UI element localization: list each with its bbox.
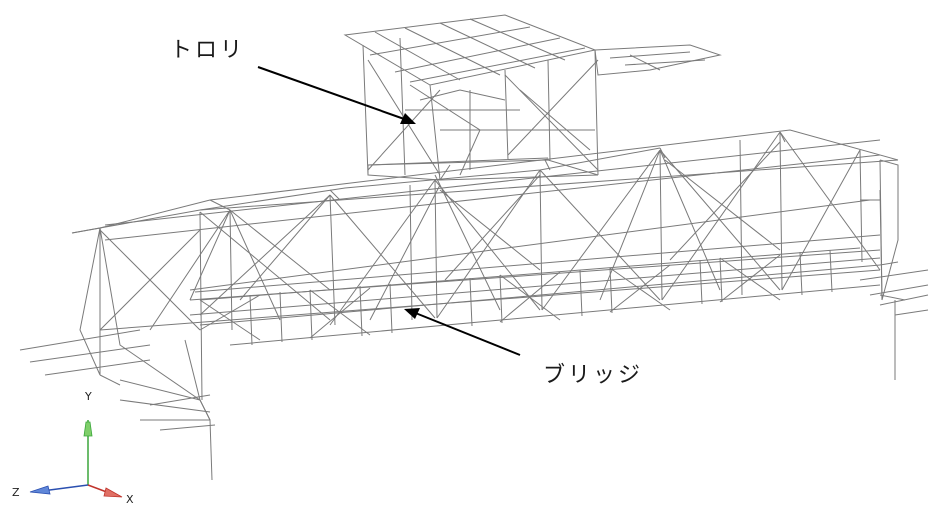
bridge-wireframe [19, 129, 929, 481]
x-axis-label: X [126, 493, 134, 505]
trolley-leader-arrow [257, 66, 416, 124]
bridge-label: ブリッジ [543, 363, 643, 388]
y-axis-arrowhead [83, 421, 93, 437]
trolley-label: トロリ [170, 38, 245, 63]
axis-triad: Y Z X [12, 390, 134, 505]
z-axis-arrowhead [29, 485, 51, 495]
z-axis-label: Z [12, 486, 20, 499]
x-axis-arrowhead [103, 487, 123, 498]
bridge-leader-arrow [404, 308, 521, 356]
z-axis-line [41, 484, 89, 492]
y-axis-label: Y [84, 390, 92, 403]
